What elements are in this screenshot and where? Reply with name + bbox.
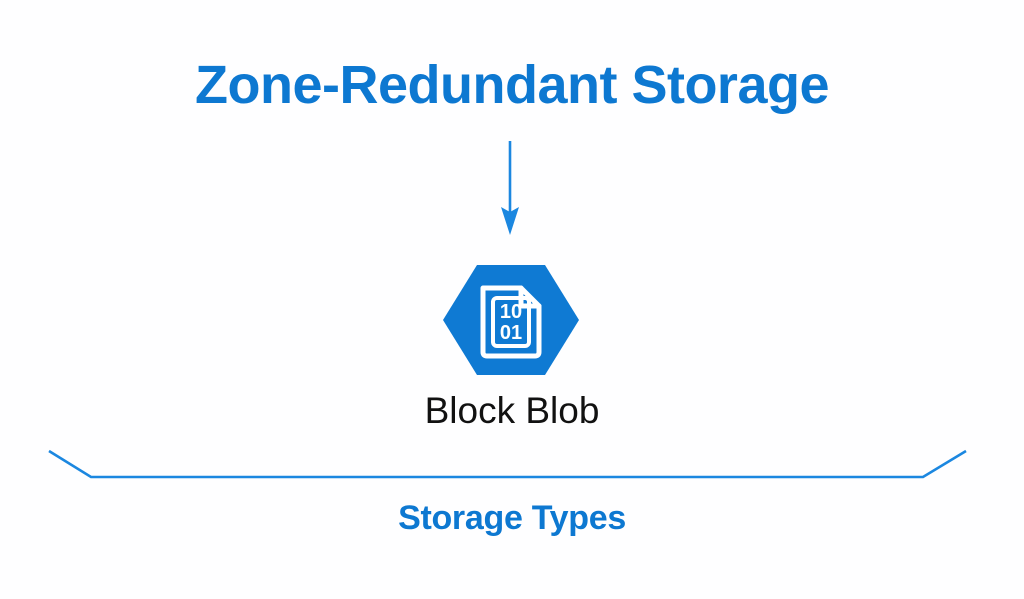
block-blob-hexagon-icon: 10 01 xyxy=(443,265,579,375)
node-block-blob[interactable]: 10 01 xyxy=(443,263,579,377)
storage-types-bracket-svg xyxy=(48,449,967,479)
downward-arrow-svg xyxy=(501,141,519,235)
icon-glyph-line-1: 10 xyxy=(500,301,522,323)
storage-types-bracket xyxy=(45,445,975,485)
diagram-title: Zone-Redundant Storage xyxy=(195,55,830,115)
downward-arrow-icon xyxy=(480,135,540,240)
node-label-block-blob: Block Blob xyxy=(424,390,600,431)
group-caption: Storage Types xyxy=(398,499,626,537)
icon-glyph-line-2: 01 xyxy=(500,322,522,344)
